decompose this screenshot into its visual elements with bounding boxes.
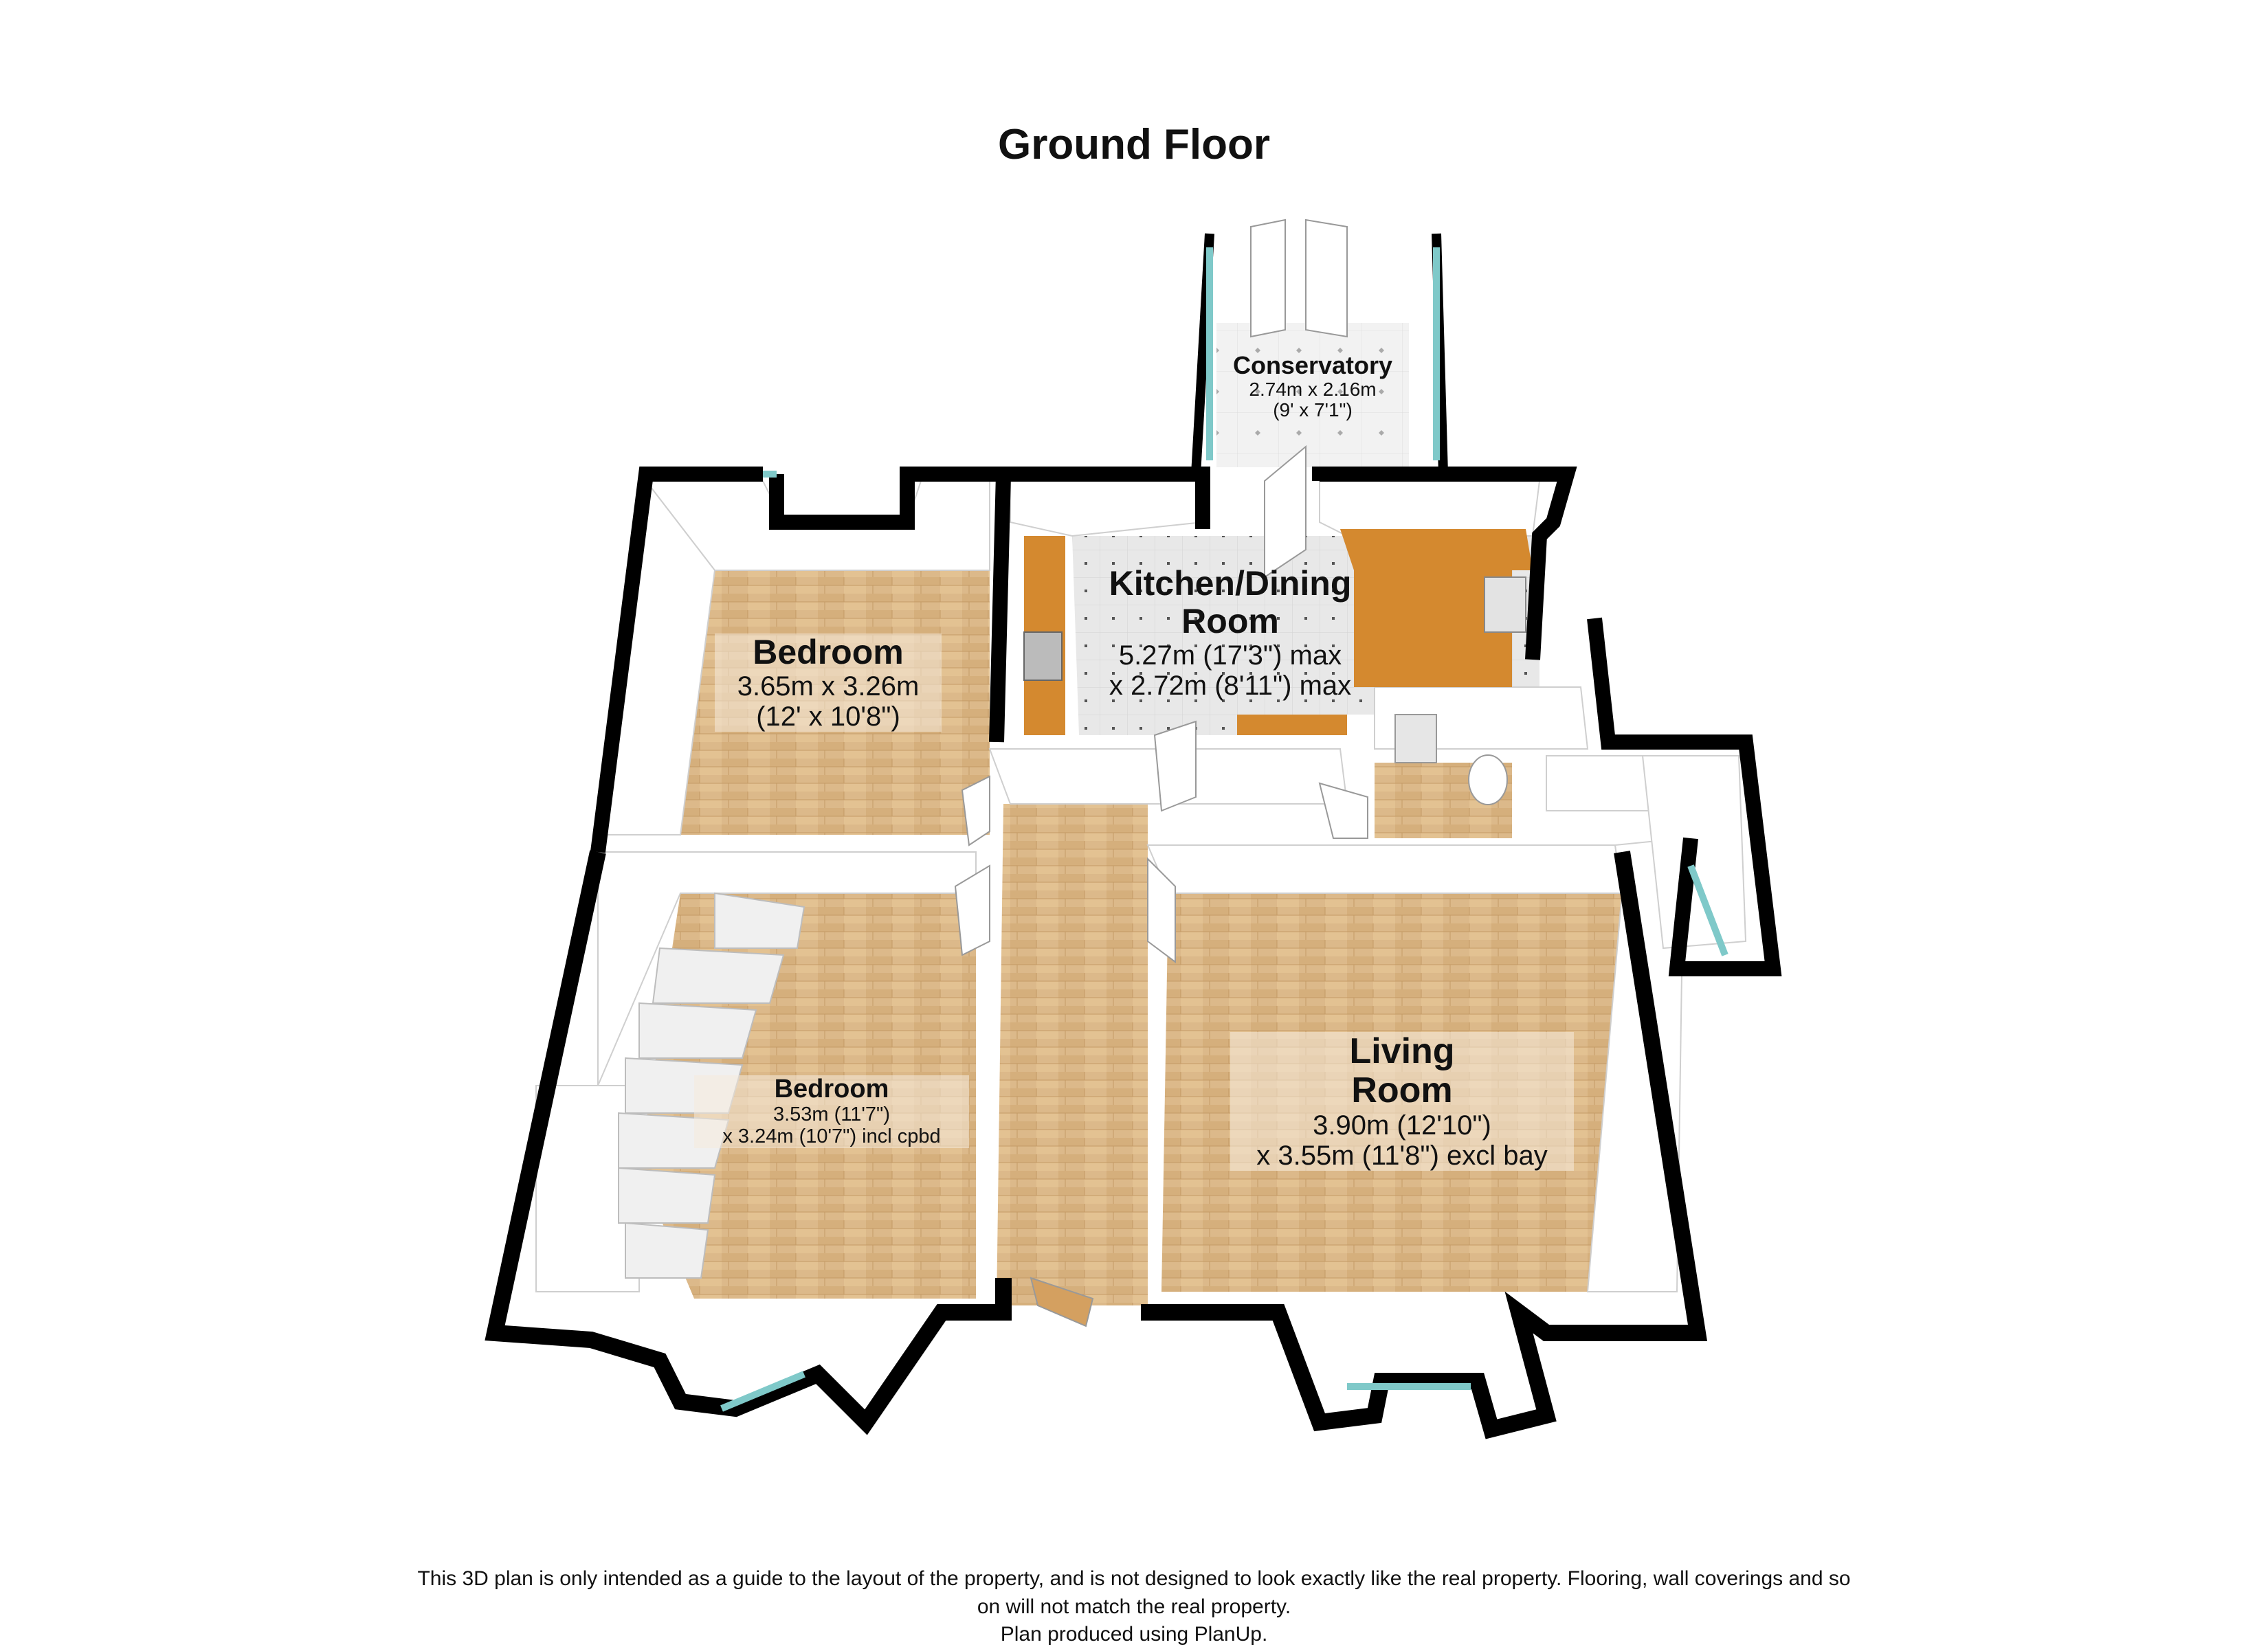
living-dim2: x 3.55m (11'8") excl bay: [1256, 1141, 1548, 1171]
bedroom2-label: Bedroom 3.53m (11'7") x 3.24m (10'7") in…: [694, 1075, 969, 1148]
hall-floor: [997, 804, 1148, 1305]
floor-areas: [639, 323, 1622, 1305]
kitchen-label: Kitchen/Dining Room 5.27m (17'3") max x …: [1058, 564, 1402, 702]
cupboard-steps: [618, 892, 805, 1279]
right-worktop: [1340, 529, 1533, 687]
bottom-worktop: [1237, 715, 1347, 735]
conservatory-name: Conservatory: [1232, 351, 1393, 379]
conservatory-dim2: (9' x 7'1"): [1273, 399, 1353, 421]
bedroom2-name: Bedroom: [774, 1075, 889, 1103]
conservatory-floor: [1216, 323, 1409, 467]
conservatory-dim1: 2.74m x 2.16m: [1249, 378, 1377, 400]
bedroom1-label: Bedroom 3.65m x 3.26m (12' x 10'8"): [715, 633, 942, 732]
kitchen-units: [1023, 529, 1533, 805]
living-door: [1147, 857, 1176, 963]
disclaimer: This 3D plan is only intended as a guide…: [0, 1565, 2268, 1649]
bedroom1-dim1: 3.65m x 3.26m: [737, 671, 920, 702]
disclaimer-line2: Plan produced using PlanUp.: [1000, 1623, 1268, 1646]
bedroom2-walls: [485, 850, 1012, 1435]
living-name1: Living: [1349, 1031, 1455, 1071]
living-dim1: 3.90m (12'10"): [1313, 1110, 1491, 1141]
bedroom1-walls: [769, 467, 1012, 743]
sink-icon: [1484, 576, 1526, 633]
floor-title: Ground Floor: [997, 121, 1271, 168]
bedroom1-name: Bedroom: [753, 633, 904, 671]
living-name2: Room: [1351, 1070, 1453, 1111]
living-walls: [1141, 851, 1708, 1439]
bedroom1-dim2: (12' x 10'8"): [756, 702, 900, 732]
conservatory-door: [1264, 445, 1307, 579]
hob-icon: [1023, 631, 1063, 681]
disclaimer-line1: This 3D plan is only intended as a guide…: [417, 1567, 1851, 1618]
wc-door: [1318, 782, 1368, 839]
bedroom1-door: [961, 775, 990, 846]
conservatory-french-door-left: [1250, 218, 1286, 338]
wc-wall: [1587, 617, 1782, 976]
kitchen-name2: Room: [1181, 602, 1279, 640]
kitchen-dim2: x 2.72m (8'11") max: [1109, 671, 1352, 701]
kitchen-dim1: 5.27m (17'3") max: [1118, 640, 1342, 671]
kitchen-name1: Kitchen/Dining: [1109, 564, 1352, 603]
outer-walls: [485, 233, 1782, 1439]
toilet-icon: [1468, 754, 1508, 805]
bedroom2-dim1: 3.53m (11'7"): [772, 1103, 891, 1125]
basin-icon: [1394, 714, 1437, 763]
bedroom2-door: [954, 864, 990, 956]
kitchen-door: [1153, 720, 1197, 812]
windows: [720, 247, 1728, 1412]
conservatory-french-door-right: [1305, 218, 1348, 338]
living-label: Living Room 3.90m (12'10") x 3.55m (11'8…: [1230, 1031, 1574, 1171]
bedroom2-dim2: x 3.24m (10'7") incl cpbd: [722, 1125, 941, 1147]
doors: [954, 218, 1368, 1327]
front-door: [1030, 1277, 1094, 1327]
kitchen-top-wall: [1010, 467, 1210, 529]
conservatory-label: Conservatory 2.74m x 2.16m (9' x 7'1"): [1210, 352, 1416, 421]
